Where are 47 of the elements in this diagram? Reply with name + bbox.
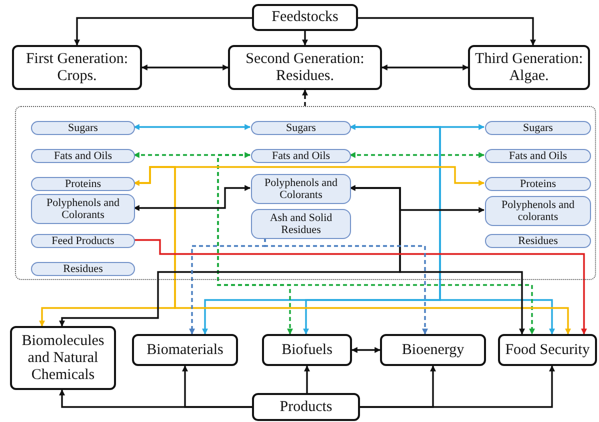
arrow: [182, 365, 252, 408]
component-pill: Fats and Oils: [485, 149, 591, 163]
process-box: Third Generation: Algae.: [468, 45, 590, 90]
dotted-group-frame: [15, 106, 596, 280]
arrow: [133, 185, 251, 211]
process-box: Biofuels: [262, 334, 352, 366]
component-pill: Ash and Solid Residues: [251, 209, 351, 239]
arrow: [349, 124, 485, 130]
arrow: [264, 238, 428, 335]
arrow: [349, 185, 485, 213]
arrow: [133, 166, 485, 186]
arrow: [349, 152, 485, 158]
arrow: [141, 64, 229, 70]
component-pill: Residues: [485, 234, 591, 248]
process-box: Products: [252, 393, 360, 421]
arrow: [350, 187, 525, 335]
component-pill: Proteins: [31, 177, 135, 191]
process-box: First Generation: Crops.: [12, 45, 142, 90]
component-pill: Fats and Oils: [31, 149, 135, 163]
component-pill: Polyphenols and Colorants: [251, 174, 351, 204]
arrow: [133, 152, 251, 158]
arrow: [360, 365, 555, 408]
process-box: Second Generation: Residues.: [228, 45, 382, 90]
process-box: Biomolecules and Natural Chemicals: [10, 326, 116, 390]
component-pill: Residues: [31, 262, 135, 276]
component-pill: Polyphenols and Colorants: [31, 194, 135, 224]
process-box: Bioenergy: [380, 334, 486, 366]
arrow: [351, 347, 381, 353]
component-pill: Fats and Oils: [251, 149, 351, 163]
component-pill: Sugars: [485, 121, 591, 135]
arrow: [217, 154, 535, 335]
process-box: Food Security: [498, 334, 597, 366]
component-pill: Proteins: [485, 177, 591, 191]
process-box: Feedstocks: [252, 4, 358, 31]
component-pill: Polyphenols and colorants: [485, 196, 591, 226]
arrow: [381, 64, 469, 70]
arrow: [304, 365, 310, 393]
component-pill: Sugars: [251, 121, 351, 135]
arrow: [302, 89, 308, 106]
arrow: [358, 17, 536, 46]
process-box: Biomaterials: [132, 334, 238, 366]
arrow: [133, 124, 251, 130]
arrow: [74, 17, 252, 46]
component-pill: Sugars: [31, 121, 135, 135]
component-pill: Feed Products: [31, 234, 135, 248]
arrow: [302, 31, 308, 46]
arrow: [134, 239, 587, 335]
